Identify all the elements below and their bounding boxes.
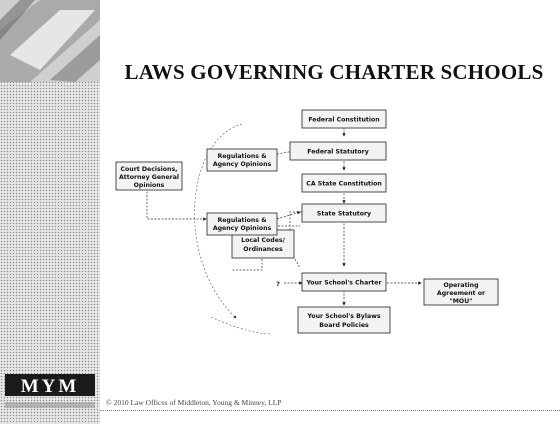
- label-local-codes-line2: Ordinances: [243, 246, 283, 253]
- logo-text: MYM: [21, 376, 80, 397]
- label-your-schools-charter: Your School's Charter: [305, 280, 382, 287]
- footer-divider: [100, 410, 560, 411]
- node-court-decisions: Court Decisions, Attorney General Opinio…: [115, 161, 183, 191]
- label-federal-constitution: Federal Constitution: [308, 117, 379, 124]
- label-bylaws-line2: Board Policies: [319, 322, 369, 329]
- label-regulations-2-line1: Regulations &: [217, 217, 267, 224]
- label-mou-line1: Operating: [443, 282, 478, 289]
- node-state-statutory: State Statutory: [301, 203, 387, 223]
- node-regulations-2: Regulations & Agency Opinions: [206, 212, 278, 236]
- corner-decoration: [0, 0, 100, 82]
- node-operating-agreement: Operating Agreement or "MOU": [423, 278, 499, 306]
- label-federal-statutory: Federal Statutory: [307, 149, 369, 156]
- label-ca-state-constitution: CA State Constitution: [306, 181, 381, 188]
- label-regulations-1-line2: Agency Opinions: [213, 161, 272, 168]
- label-local-codes-line1: Local Codes/: [241, 237, 285, 244]
- label-regulations-1-line1: Regulations &: [217, 153, 267, 160]
- copyright-footer: © 2010 Law Offices of Middleton, Young &…: [106, 398, 282, 407]
- node-ca-state-constitution: CA State Constitution: [301, 173, 387, 193]
- node-regulations-1: Regulations & Agency Opinions: [206, 148, 278, 172]
- sidebar-dotted-panel: MYM: [0, 0, 100, 424]
- mym-logo: MYM: [5, 374, 95, 408]
- slide-title: LAWS GOVERNING CHARTER SCHOOLS: [124, 60, 544, 84]
- node-your-schools-charter: Your School's Charter: [301, 272, 387, 292]
- node-federal-statutory: Federal Statutory: [289, 141, 387, 161]
- label-mou-line3: "MOU": [450, 298, 473, 305]
- node-bylaws-board-policies: Your School's Bylaws Board Policies: [297, 306, 391, 334]
- label-mou-line2: Agreement or: [437, 290, 486, 297]
- label-state-statutory: State Statutory: [317, 211, 371, 218]
- label-bylaws-line1: Your School's Bylaws: [306, 313, 380, 320]
- label-court-line3: Opinions: [134, 182, 165, 189]
- label-court-line2: Attorney General: [119, 174, 179, 181]
- label-court-line1: Court Decisions,: [121, 166, 178, 173]
- label-regulations-2-line2: Agency Opinions: [213, 225, 272, 232]
- node-federal-constitution: Federal Constitution: [301, 109, 387, 129]
- question-mark: ?: [276, 281, 280, 288]
